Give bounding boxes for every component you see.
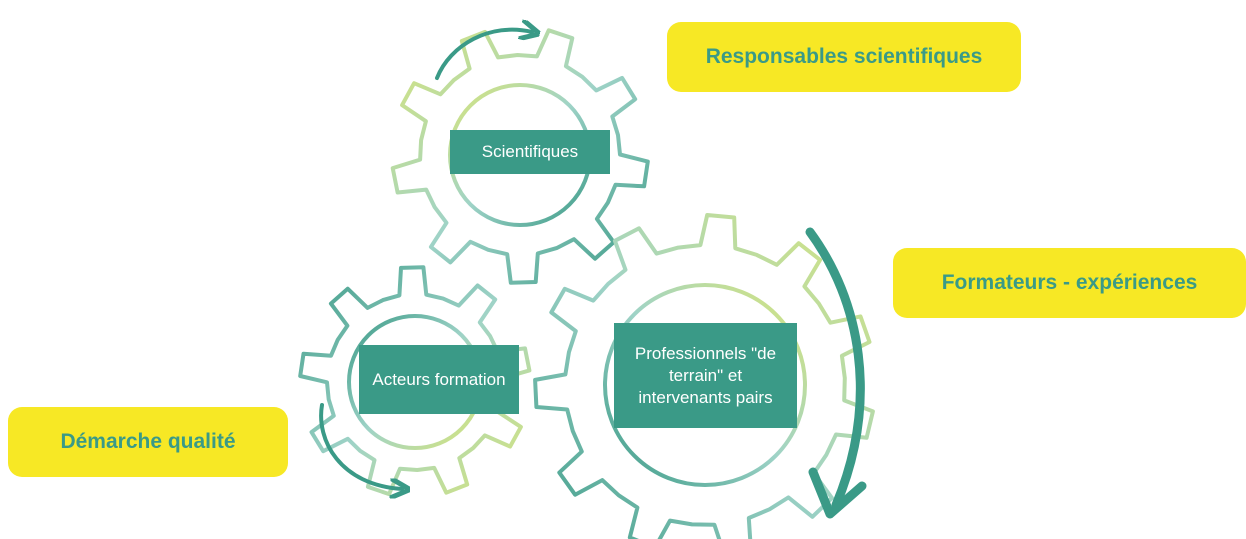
note-formateurs-experiences: Formateurs - expériences: [893, 248, 1246, 318]
gear-label-scientifiques: Scientifiques: [450, 130, 610, 174]
gear-label-acteurs-formation: Acteurs formation: [359, 345, 519, 414]
gear-label-professionnels: Professionnels "de terrain" et intervena…: [614, 323, 797, 428]
gear-outline: [533, 213, 875, 539]
curved-arrow-icon: [805, 227, 865, 510]
gear-outline: [390, 28, 650, 285]
gear-inner-ring: [603, 283, 807, 487]
gear-outline: [298, 265, 532, 497]
note-demarche-qualite: Démarche qualité: [8, 407, 288, 477]
gear-professionnels: [533, 213, 875, 539]
note-responsables-scientifiques: Responsables scientifiques: [667, 22, 1021, 92]
curved-arrow-head: [808, 467, 867, 519]
curved-arrow-icon: [319, 403, 402, 489]
curved-arrow-icon: [435, 30, 532, 80]
